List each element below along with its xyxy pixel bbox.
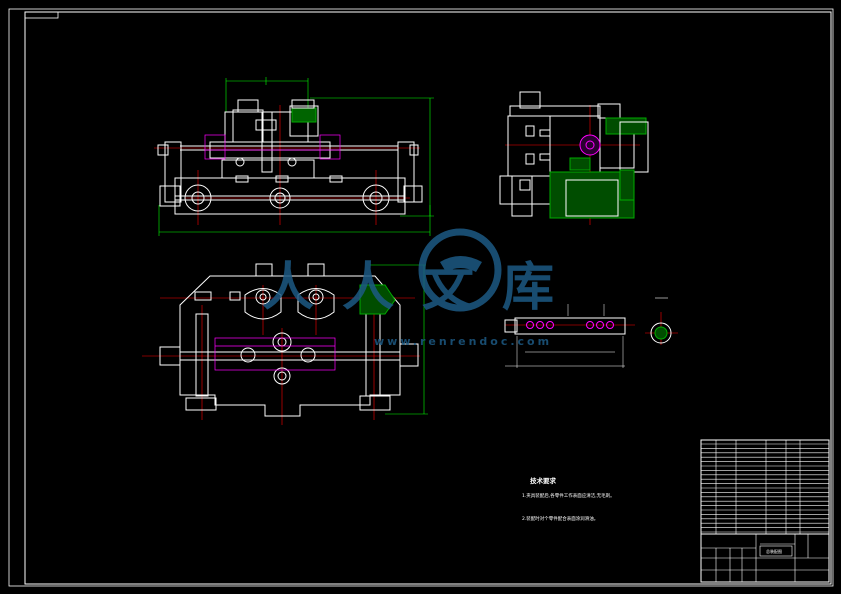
drawing-border-inner [24, 11, 832, 585]
front-view-hidden [204, 134, 341, 160]
front-view-dimensions [158, 77, 434, 236]
technical-requirements: 技术要求 1.夹具装配后,各零件工作表面应清洁,无毛刺。 2.装配时对个零件配合… [522, 476, 615, 522]
drawing-border-outer [8, 8, 834, 587]
shaft-detail [504, 297, 678, 368]
title-block-title: 总装配图 [766, 548, 782, 554]
watermark-url: www.renrendoc.com [374, 335, 552, 348]
tech-req-heading: 技术要求 [530, 476, 557, 485]
watermark: 人人文库 www.renrendoc.com [262, 228, 582, 348]
side-view [499, 91, 649, 225]
tech-req-item-2: 2.装配时对个零件配合表面涂润滑油。 [522, 515, 598, 522]
top-view [142, 263, 428, 425]
tech-req-item-1: 1.夹具装配后,各零件工作表面应清洁,无毛刺。 [522, 492, 615, 499]
front-view [154, 77, 434, 236]
drawing-number-box [24, 11, 59, 19]
title-block: 总装配图 [700, 439, 830, 583]
front-view-centerlines [154, 105, 420, 225]
watermark-text: 人人文库 [262, 258, 582, 318]
